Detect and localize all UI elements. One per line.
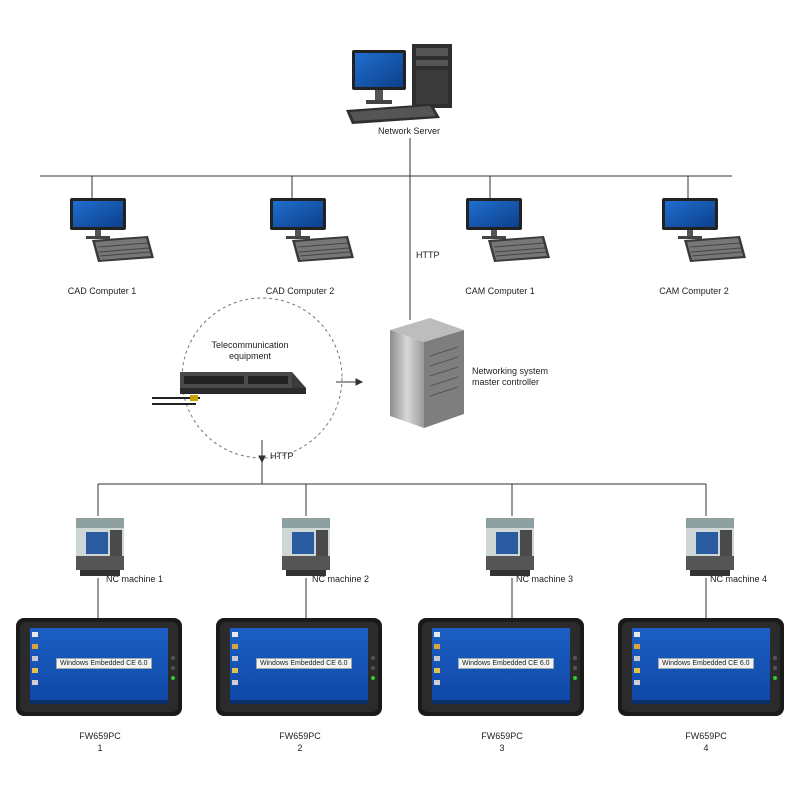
nc-machine-2-icon bbox=[282, 518, 330, 576]
controller-label: Networking system master controller bbox=[472, 366, 548, 388]
server-label: Network Server bbox=[377, 126, 441, 136]
tablet-1-number: 1 bbox=[97, 743, 103, 753]
nc-machine-3-label: NC machine 3 bbox=[516, 574, 574, 584]
tablet-1-screen-text: Windows Embedded CE 6.0 bbox=[56, 658, 152, 669]
connector-arrows bbox=[258, 378, 364, 464]
telecom-boundary bbox=[181, 297, 343, 459]
tablet-1-label: FW659PC 1 bbox=[79, 730, 121, 754]
server-computer-icon bbox=[346, 44, 452, 124]
nc-machine-3-icon bbox=[486, 518, 534, 576]
nc-machine-2-label: NC machine 2 bbox=[312, 574, 370, 584]
tablet-4-screen-text: Windows Embedded CE 6.0 bbox=[658, 658, 754, 669]
network-switch-icon bbox=[152, 372, 306, 405]
cad-computer-1-icon bbox=[69, 197, 155, 263]
telecom-label-line1: Telecommunication bbox=[211, 340, 289, 350]
cam-computer-1-icon bbox=[465, 197, 551, 263]
tablet-4-number: 4 bbox=[703, 743, 709, 753]
cam-computer-2-label: CAM Computer 2 bbox=[659, 286, 729, 296]
nc-machine-1-icon bbox=[76, 518, 124, 576]
cad-computer-1-label: CAD Computer 1 bbox=[67, 286, 137, 296]
nc-machine-4-icon bbox=[686, 518, 734, 576]
cad-computer-2-icon bbox=[269, 197, 355, 263]
telecom-label-line2: equipment bbox=[228, 351, 272, 361]
bottom-network-lines bbox=[97, 462, 707, 618]
http-label-bottom: HTTP bbox=[270, 451, 294, 461]
controller-label-line2: master controller bbox=[472, 377, 540, 387]
top-network-lines bbox=[40, 138, 732, 320]
cam-computer-2-icon bbox=[661, 197, 747, 263]
controller-label-line1: Networking system bbox=[472, 366, 549, 376]
tablet-4-label: FW659PC 4 bbox=[685, 730, 727, 754]
tablet-3-screen-text: Windows Embedded CE 6.0 bbox=[458, 658, 554, 669]
tablet-3-model: FW659PC bbox=[481, 731, 523, 741]
tablet-1-model: FW659PC bbox=[79, 731, 121, 741]
tablet-3-number: 3 bbox=[499, 743, 505, 753]
cad-computer-2-label: CAD Computer 2 bbox=[265, 286, 335, 296]
http-label-top: HTTP bbox=[416, 250, 440, 260]
tablet-2-number: 2 bbox=[297, 743, 303, 753]
nc-machine-1-label: NC machine 1 bbox=[106, 574, 164, 584]
telecom-label: Telecommunication equipment bbox=[211, 340, 288, 362]
tablet-2-model: FW659PC bbox=[279, 731, 321, 741]
tablet-2-label: FW659PC 2 bbox=[279, 730, 321, 754]
nc-machine-4-label: NC machine 4 bbox=[710, 574, 768, 584]
tablet-3-label: FW659PC 3 bbox=[481, 730, 523, 754]
tablet-4-model: FW659PC bbox=[685, 731, 727, 741]
master-controller-icon bbox=[390, 318, 464, 428]
tablet-2-screen-text: Windows Embedded CE 6.0 bbox=[256, 658, 352, 669]
cam-computer-1-label: CAM Computer 1 bbox=[465, 286, 535, 296]
